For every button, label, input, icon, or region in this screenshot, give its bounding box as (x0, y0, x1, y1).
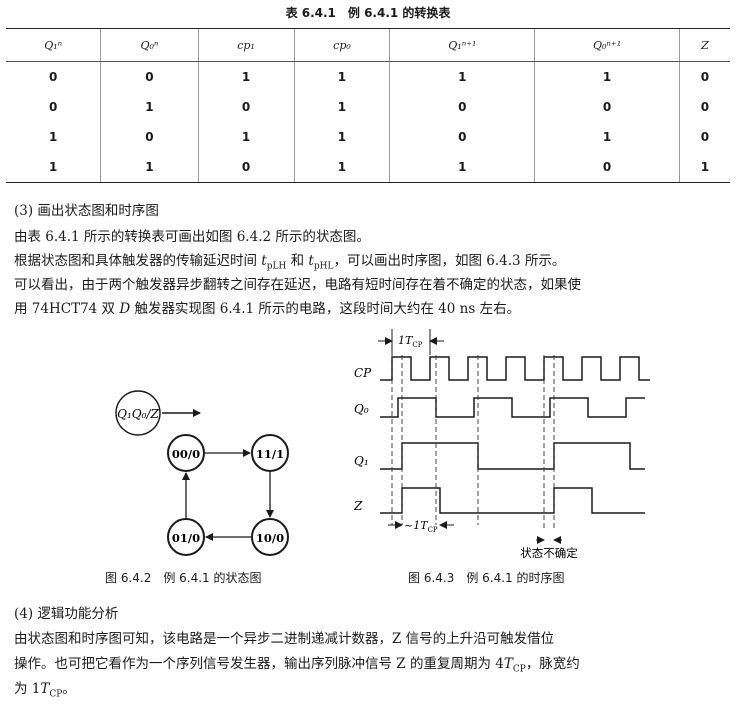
uncertain-label: 状态不确定 (520, 546, 578, 560)
text-run: 。 (62, 681, 76, 697)
table-cell: 0 (534, 152, 680, 183)
section3-line4: 用 74HCT74 双 D 触发器实现图 6.4.1 所示的电路，这段时间大约在… (14, 298, 520, 320)
header-q1n: Q₁ⁿ (6, 28, 101, 62)
period-label-text: 1T (398, 334, 414, 347)
section4-line1: 由状态图和时序图可知，该电路是一个异步二进制递减计数器，Z 信号的上升沿可触发借… (14, 631, 555, 647)
state-label-01: 01/0 (172, 531, 200, 545)
table-cell: 0 (678, 61, 730, 92)
signal-q0-label: Q₀ (354, 402, 369, 416)
table-cell: 1 (678, 152, 730, 183)
table-row: 1 0 1 1 0 1 0 (6, 122, 730, 152)
table-cell: 0 (100, 122, 199, 152)
text-run: 触发器实现图 6.4.1 所示的电路，这段时间大约在 40 ns 左右。 (130, 301, 521, 317)
legend-label: Q₁Q₀/Z (117, 407, 159, 421)
table-cell: 0 (389, 92, 535, 122)
header-z: Z (678, 28, 730, 62)
state-label-10: 10/0 (256, 531, 284, 545)
table-cell: 1 (197, 122, 294, 152)
table-cell: 0 (678, 122, 730, 152)
zwidth-label-sub: CP (428, 526, 438, 534)
text-run: 为 1 (14, 681, 41, 697)
table-cell: 1 (6, 152, 101, 183)
section3-line3: 可以看出，由于两个触发器异步翻转之间存在延迟，电路有短时间存在着不确定的状态，如… (14, 277, 581, 293)
text-run: 根据状态图和具体触发器的传输延迟时间 (14, 253, 262, 269)
timing-diagram-caption: 图 6.4.3 例 6.4.1 的时序图 (408, 571, 565, 585)
section3-heading: (3) 画出状态图和时序图 (14, 203, 159, 219)
table-cell: 0 (49, 70, 58, 84)
tphl-subscript: pHL (313, 261, 334, 272)
state-label-00: 00/0 (172, 447, 200, 461)
table-cell: 0 (389, 122, 535, 152)
state-circle-00 (167, 434, 205, 472)
table-cell: 1 (293, 61, 390, 92)
t-symbol: T (40, 681, 50, 697)
table-cell: 1 (534, 61, 680, 92)
table-cell: 1 (100, 152, 199, 183)
state-circle-11 (251, 434, 289, 472)
state-diagram: Q₁Q₀/Z 00/0 11/1 10/0 01/0 (115, 390, 289, 556)
t-subscript: CP (49, 689, 63, 700)
section3-line1: 由表 6.4.1 所示的转换表可画出如图 6.4.2 所示的状态图。 (14, 229, 370, 245)
section4-line3: 为 1TCP。 (14, 678, 76, 706)
table-cell: 0 (49, 100, 58, 114)
state-circle-01 (167, 518, 205, 556)
table-header-row: Q₁ⁿ Q₀ⁿ cp₁ cp₀ Q₁ⁿ⁺¹ Q₀ⁿ⁺¹ Z (6, 28, 730, 62)
tplh-symbol: t (261, 253, 267, 269)
table-cell: 1 (293, 152, 390, 183)
header-q1n1: Q₁ⁿ⁺¹ (389, 28, 535, 62)
t-symbol: T (503, 656, 513, 672)
state-circle-10 (251, 518, 289, 556)
q0-waveform (380, 397, 645, 418)
text-run: 用 74HCT74 双 (14, 301, 120, 317)
period-label-sub: CP (412, 341, 422, 349)
section4-heading: (4) 逻辑功能分析 (14, 606, 119, 622)
d-symbol: D (119, 301, 131, 317)
table-row: 0 1 0 1 0 0 0 (6, 92, 730, 122)
header-q0n: Q₀ⁿ (100, 28, 199, 62)
table-row: 1 1 0 1 1 0 1 (6, 152, 730, 183)
table-cell: 1 (293, 92, 390, 122)
state-label-11: 11/1 (256, 447, 284, 461)
signal-q1-label: Q₁ (354, 454, 369, 468)
table-cell: 1 (197, 61, 294, 92)
table-cell: 1 (534, 122, 680, 152)
text-run: ，脉宽约 (525, 656, 580, 672)
table-caption: 表 6.4.1 例 6.4.1 的转换表 (285, 6, 451, 20)
table-cell: 0 (534, 92, 680, 122)
text-run: 和 (286, 253, 309, 269)
tplh-subscript: pLH (266, 261, 287, 272)
table-cell: 1 (389, 152, 535, 183)
table-cell: 1 (293, 122, 390, 152)
z-waveform (380, 487, 645, 514)
zwidth-label-text: ~1T (404, 519, 429, 532)
tphl-symbol: t (308, 253, 314, 269)
t-subscript: CP (512, 664, 526, 675)
table-cell: 0 (100, 61, 199, 92)
state-diagram-caption: 图 6.4.2 例 6.4.1 的状态图 (105, 571, 262, 585)
q1-waveform (380, 442, 645, 470)
signal-cp-label: CP (354, 366, 372, 380)
cp-waveform (380, 356, 650, 381)
table-cell: 1 (49, 130, 58, 144)
table-cell: 0 (197, 92, 294, 122)
table-cell: 1 (100, 92, 199, 122)
signal-z-label: Z (353, 499, 363, 513)
table-cell: 0 (197, 152, 294, 183)
section4-line2: 操作。也可把它看作为一个序列信号发生器，输出序列脉冲信号 Z 的重复周期为 4T… (14, 653, 580, 681)
legend-circle (115, 390, 161, 436)
transition-table: Q₁ⁿ Q₀ⁿ cp₁ cp₀ Q₁ⁿ⁺¹ Q₀ⁿ⁺¹ Z 0 0 1 1 1 … (6, 28, 730, 183)
table-cell: 0 (678, 92, 730, 122)
header-cp1: cp₁ (197, 28, 294, 62)
header-cp0: cp₀ (293, 28, 390, 62)
timing-diagram: 1TCP CP Q₀ Q₁ Z ~1TCP 状态不确定 (353, 329, 650, 560)
zwidth-label: ~1TCP (404, 519, 438, 534)
section3-line2: 根据状态图和具体触发器的传输延迟时间 tpLH 和 tpHL，可以画出时序图，如… (14, 250, 565, 278)
header-q0n1: Q₀ⁿ⁺¹ (534, 28, 680, 62)
text-run: ，可以画出时序图，如图 6.4.3 所示。 (333, 253, 566, 269)
table-row: 0 0 1 1 1 1 0 (6, 61, 730, 92)
text-run: 操作。也可把它看作为一个序列信号发生器，输出序列脉冲信号 Z 的重复周期为 4 (14, 656, 504, 672)
table-cell: 1 (389, 61, 535, 92)
period-label: 1TCP (398, 334, 423, 349)
